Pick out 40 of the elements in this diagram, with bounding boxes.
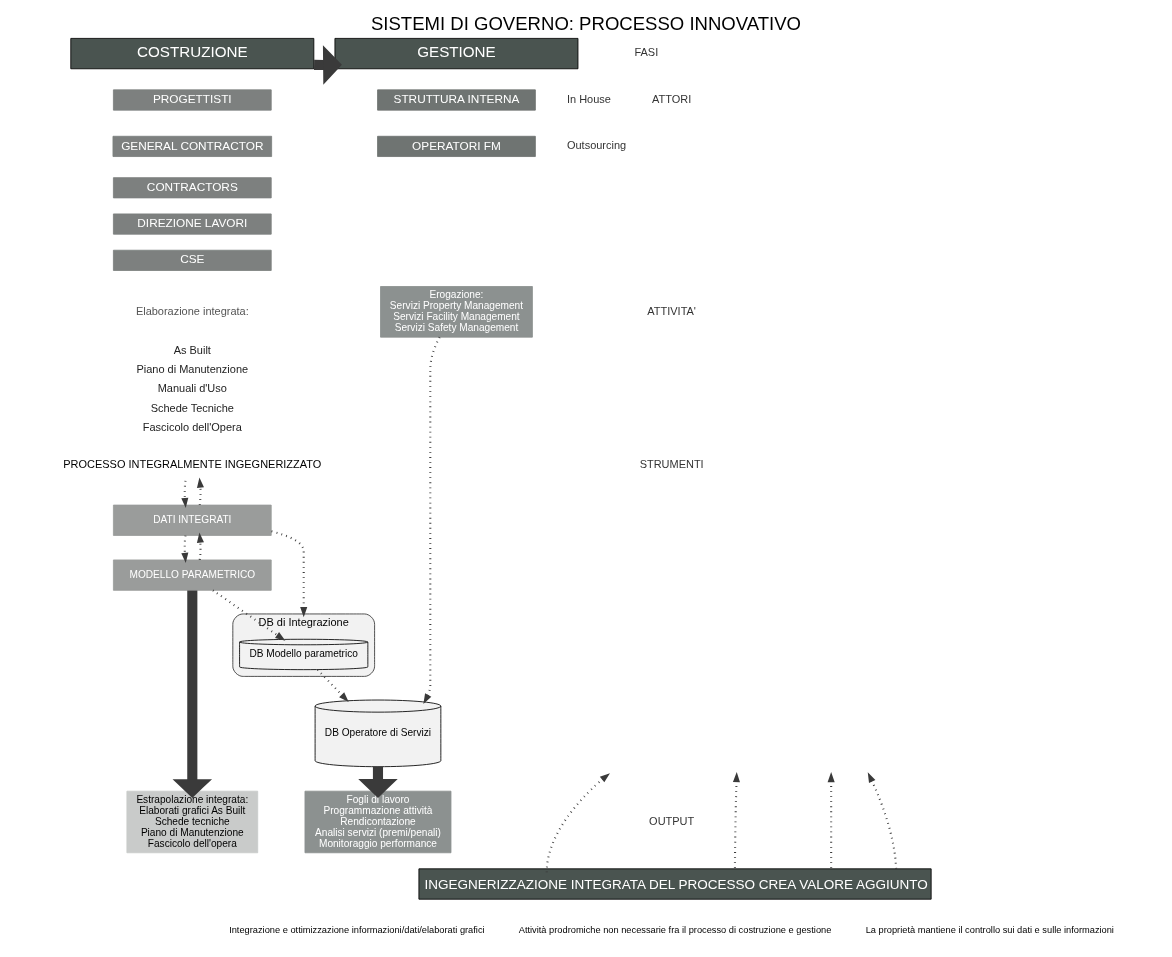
label: Manuali d'Uso [157, 382, 227, 395]
arrow [196, 532, 204, 560]
node-box: CSE [113, 249, 272, 271]
diagram-title: SISTEMI DI GOVERNO: PROCESSO INNOVATIVO [370, 12, 802, 34]
label: STRUMENTI [639, 458, 704, 471]
arrow [423, 336, 441, 704]
arrow [271, 530, 308, 618]
node-box: STRUTTURA INTERNA [377, 89, 536, 111]
label: Schede Tecniche [150, 401, 234, 414]
node-box: INGEGNERIZZAZIONE INTEGRATA DEL PROCESSO CREA VALORE AGGIUNTO [418, 868, 932, 900]
label: ATTIVITA' [647, 304, 696, 317]
label: Elaborazione integrata: [135, 304, 249, 317]
node-box: MODELLO PARAMETRICO [113, 559, 272, 591]
label: La proprietà mantiene il controllo sui dati e sulle informazioni [865, 924, 1114, 935]
node-label: In House [567, 92, 611, 105]
node-label: Outsourcing [566, 139, 627, 152]
node-box: DATI INTEGRATI [113, 504, 272, 536]
node-box: Estrapolazione integrata: Elaborati grafici As Built Schede tecniche Piano di Manutenzione Fascicolo dell'opera [126, 790, 259, 854]
label: ATTORI [652, 92, 692, 105]
arrow [196, 477, 204, 506]
node-box: COSTRUZIONE [70, 37, 315, 70]
label: Integrazione e ottimizzazione informazioni/dati/elaborati grafici [229, 924, 485, 935]
label: Fascicolo dell'Opera [142, 421, 242, 434]
node-box: Erogazione: Servizi Property Management Servizi Facility Management Servizi Safety Management [380, 286, 533, 338]
node-box: Fogli di lavoro Programmazione attività Rendicontazione Analisi servizi (premi/penali) Monitoraggio performance [304, 790, 452, 854]
node-box: GENERAL CONTRACTOR [112, 135, 273, 157]
node-text: PROCESSO INTEGRALMENTE INGEGNERIZZATO [63, 458, 322, 471]
arrow [172, 590, 213, 798]
node-box: GESTIONE [334, 37, 579, 70]
label: As Built [173, 343, 211, 356]
arrow [212, 589, 286, 641]
label: OUTPUT [649, 814, 695, 827]
label: Piano di Manutenzione [136, 362, 249, 375]
label: Attività prodromiche non necessarie fra il processo di costruzione e gestione [518, 924, 832, 935]
node-box: DIREZIONE LAVORI [113, 213, 272, 235]
node-box: CONTRACTORS [113, 177, 272, 199]
node-box: OPERATORI FM [377, 135, 536, 157]
arrow [316, 669, 349, 703]
label: FASI [634, 46, 659, 59]
node-box: PROGETTISTI [113, 89, 272, 111]
